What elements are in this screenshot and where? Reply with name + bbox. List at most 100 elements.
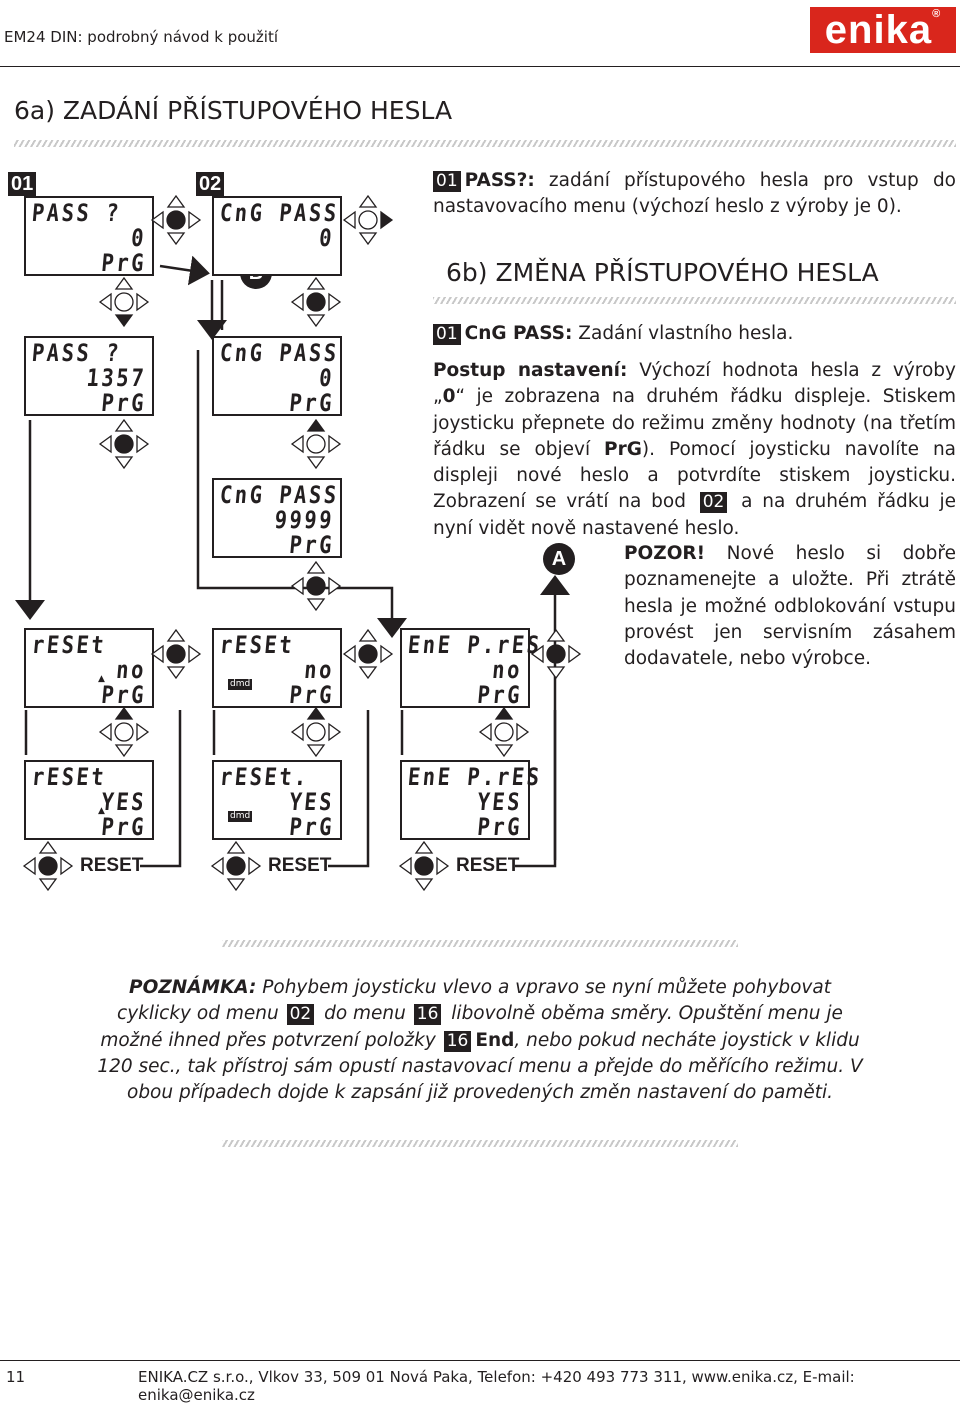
document-title: EM24 DIN: podrobný návod k použití (4, 28, 278, 46)
lcd-screen: CnG PASS 9999 PrG (212, 478, 342, 559)
lcd-row: 0 (317, 224, 336, 252)
note-text: POZNÁMKA: Pohybem joysticku vlevo a vpra… (92, 975, 868, 1106)
joystick-icon (98, 276, 150, 328)
footer-divider (0, 1360, 960, 1361)
joystick-icon (150, 194, 202, 246)
note-part: , nebo pokud necháte joystick v klidu 12… (97, 1029, 863, 1104)
logo-text: enika (824, 8, 933, 52)
joystick-icon (342, 628, 394, 680)
lcd-row: PrG (476, 813, 524, 841)
header-divider (0, 66, 960, 67)
joystick-icon (478, 706, 530, 758)
procedure-bold-value: 0 (442, 386, 456, 408)
lcd-screen: EnE P.rES no PrG (400, 628, 543, 709)
footer-address: ENIKA.CZ s.r.o., Vlkov 33, 509 01 Nová P… (138, 1368, 855, 1404)
dmd-label: dmd (228, 679, 253, 690)
lcd-row: 0 (129, 224, 148, 252)
lcd-row: EnE P.rES (406, 631, 543, 659)
lcd-row: CnG PASS (218, 481, 340, 509)
lcd-row: PrG (100, 249, 148, 277)
lcd-row: PASS ? (30, 199, 123, 227)
joystick-icon (290, 560, 342, 612)
warning-label: POZOR! (624, 543, 706, 564)
reset-label: RESET (456, 855, 520, 876)
up-arrow-icon: ▲ (98, 674, 105, 684)
note-badge: 16 (443, 1030, 472, 1052)
diagram-badge-01: 01 (8, 172, 37, 196)
note-badge: 02 (286, 1004, 315, 1026)
lcd-row: CnG PASS (218, 339, 340, 367)
lcd-screen: PASS ? 0 PrG (24, 196, 154, 277)
joystick-icon (98, 706, 150, 758)
lcd-row: rESEt. (218, 763, 311, 791)
joystick-icon (290, 276, 342, 328)
joystick-icon (22, 840, 74, 892)
step-badge: 01 (433, 324, 461, 345)
reset-label: RESET (80, 855, 144, 876)
diagram-badge-02: 02 (196, 172, 225, 196)
step-text: Zadání vlastního hesla. (572, 323, 794, 344)
procedure-part: Výchozí hodnota hesla z výroby „ (433, 360, 956, 408)
lcd-row: 9999 (273, 506, 336, 534)
step-badge: 01 (433, 171, 461, 192)
procedure-part: a na druhém řádku je nyní vidět nově nas… (433, 491, 956, 539)
joystick-icon (150, 628, 202, 680)
reset-label: RESET (268, 855, 332, 876)
lcd-row: rESEt (30, 631, 108, 659)
lcd-row: 1357 (85, 364, 148, 392)
lcd-row: rESEt (218, 631, 296, 659)
procedure-label: Postup nastavení: (433, 360, 628, 381)
joystick-icon (398, 840, 450, 892)
joystick-icon (290, 706, 342, 758)
lcd-row: PrG (288, 531, 336, 559)
lcd-screen: rESEt no PrG dmd (212, 628, 342, 709)
lcd-screen: EnE P.rES YES PrG (400, 760, 543, 841)
section-a-title: 6a) ZADÁNÍ PŘÍSTUPOVÉHO HESLA (14, 96, 453, 125)
joystick-icon (210, 840, 262, 892)
lcd-row: PrG (288, 389, 336, 417)
lcd-screen: rESEt YES PrG ▲ (24, 760, 154, 841)
joystick-icon (98, 418, 150, 470)
warning-body: Nové heslo si dobře poznamenejte a uložt… (624, 543, 956, 670)
lcd-row: PrG (100, 681, 148, 709)
note-end: End (475, 1029, 515, 1051)
procedure-text: Postup nastavení: Výchozí hodnota hesla … (433, 358, 956, 542)
page-number: 11 (6, 1368, 26, 1386)
joystick-icon (290, 418, 342, 470)
dmd-label: dmd (228, 811, 253, 822)
marker-a: A (543, 543, 575, 575)
lcd-row: 0 (317, 364, 336, 392)
lcd-row: PrG (476, 681, 524, 709)
hatch-divider (222, 1140, 738, 1147)
lcd-screen: rESEt. YES PrG dmd (212, 760, 342, 841)
note-part: do menu (318, 1003, 412, 1025)
step-label: CnG PASS: (464, 323, 573, 344)
joystick-icon (342, 194, 394, 246)
procedure-part: ). Pomocí joysticku navolíte na displeji… (433, 438, 956, 513)
lcd-row: EnE P.rES (406, 763, 543, 791)
lcd-row: PASS ? (30, 339, 123, 367)
note-badge: 16 (413, 1004, 442, 1026)
enika-logo: enika® (810, 7, 956, 53)
lcd-row: CnG PASS (218, 199, 340, 227)
procedure-badge: 02 (699, 492, 728, 514)
step-text: zadání přístupového hesla pro vstup do n… (433, 170, 956, 218)
lcd-row: PrG (100, 389, 148, 417)
hatch-divider (222, 940, 738, 947)
hatch-divider (14, 140, 956, 147)
section-b-title: 6b) ZMĚNA PŘÍSTUPOVÉHO HESLA (446, 258, 879, 287)
hatch-divider (433, 297, 956, 304)
step-label: PASS?: (464, 170, 535, 191)
lcd-screen: rESEt no PrG ▲ (24, 628, 154, 709)
up-arrow-icon: ▲ (98, 806, 105, 816)
note-label: POZNÁMKA: (129, 977, 257, 998)
lcd-row: rESEt (30, 763, 108, 791)
note-part: Pohybem joysticku vlevo a vpravo se nyní… (117, 977, 831, 1025)
procedure-bold-prg: PrG (604, 438, 642, 460)
lcd-screen: CnG PASS 0 (212, 196, 342, 276)
lcd-screen: CnG PASS 0 PrG (212, 336, 342, 417)
warning-text: POZOR! Nové heslo si dobře poznamenejte … (624, 541, 956, 672)
procedure-part: “ je zobrazena na druhém řádku displeje.… (433, 386, 956, 460)
